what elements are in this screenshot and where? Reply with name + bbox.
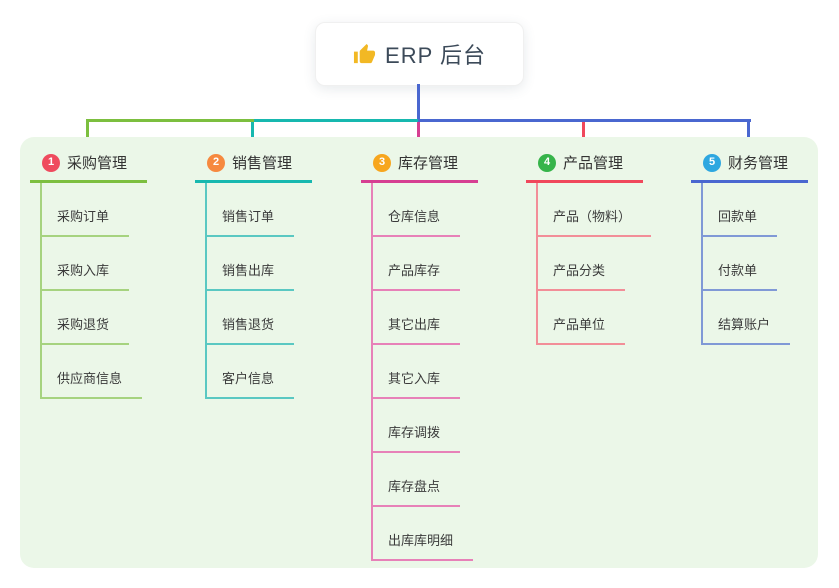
root-title: ERP 后台 — [385, 43, 486, 68]
branch-child-node[interactable]: 其它出库 — [373, 291, 461, 345]
branch-child-node[interactable]: 客户信息 — [207, 345, 295, 399]
branch-children: 销售订单销售出库销售退货客户信息 — [205, 183, 295, 399]
branch-child-node[interactable]: 回款单 — [703, 183, 778, 237]
branch-number-badge: 5 — [703, 153, 721, 172]
branch-child-node[interactable]: 采购入库 — [42, 237, 130, 291]
branch-child-node[interactable]: 销售出库 — [207, 237, 295, 291]
branch-header-5[interactable]: 5 财务管理 — [691, 148, 808, 183]
branch-children: 仓库信息产品库存其它出库其它入库库存调拨库存盘点出库库明细 — [371, 183, 474, 561]
branch-number-badge: 2 — [207, 153, 225, 172]
branch-child-node[interactable]: 销售订单 — [207, 183, 295, 237]
branch-child-node[interactable]: 产品（物料） — [538, 183, 652, 237]
connector-bar-right — [418, 119, 751, 122]
branch-child-node[interactable]: 仓库信息 — [373, 183, 461, 237]
branch-title: 财务管理 — [728, 155, 789, 172]
branch-child-node[interactable]: 其它入库 — [373, 345, 461, 399]
branch-child-node[interactable]: 库存盘点 — [373, 453, 461, 507]
branch-header-3[interactable]: 3 库存管理 — [361, 148, 478, 183]
branch-5: 5 财务管理回款单付款单结算账户 — [691, 148, 808, 345]
branch-title: 库存管理 — [398, 155, 459, 172]
branch-child-node[interactable]: 库存调拨 — [373, 399, 461, 453]
branch-2: 2 销售管理销售订单销售出库销售退货客户信息 — [195, 148, 312, 399]
branch-header-1[interactable]: 1 采购管理 — [30, 148, 147, 183]
connector-root-stem — [417, 84, 420, 122]
branch-number-badge: 1 — [42, 153, 60, 172]
branch-1: 1 采购管理采购订单采购入库采购退货供应商信息 — [30, 148, 147, 399]
thumbs-up-icon — [353, 43, 376, 63]
branch-number-badge: 3 — [373, 153, 391, 172]
branch-title: 销售管理 — [232, 155, 293, 172]
branch-child-node[interactable]: 采购订单 — [42, 183, 130, 237]
branch-title: 产品管理 — [563, 155, 624, 172]
branch-child-node[interactable]: 出库库明细 — [373, 507, 474, 561]
branch-header-4[interactable]: 4 产品管理 — [526, 148, 643, 183]
branch-4: 4 产品管理产品（物料）产品分类产品单位 — [526, 148, 652, 345]
branch-children: 采购订单采购入库采购退货供应商信息 — [40, 183, 143, 399]
branch-child-node[interactable]: 产品单位 — [538, 291, 626, 345]
branch-children: 回款单付款单结算账户 — [701, 183, 791, 345]
connector-bar-left — [86, 119, 254, 122]
root-node[interactable]: ERP 后台 — [315, 22, 524, 86]
branch-child-node[interactable]: 供应商信息 — [42, 345, 143, 399]
branch-title: 采购管理 — [67, 155, 128, 172]
branch-child-node[interactable]: 付款单 — [703, 237, 778, 291]
branch-child-node[interactable]: 产品库存 — [373, 237, 461, 291]
branch-child-node[interactable]: 销售退货 — [207, 291, 295, 345]
connector-bar-middle — [254, 119, 418, 122]
branch-number-badge: 4 — [538, 153, 556, 172]
branch-header-2[interactable]: 2 销售管理 — [195, 148, 312, 183]
branch-3: 3 库存管理仓库信息产品库存其它出库其它入库库存调拨库存盘点出库库明细 — [361, 148, 478, 561]
branches-panel — [20, 137, 818, 568]
branch-children: 产品（物料）产品分类产品单位 — [536, 183, 652, 345]
branch-child-node[interactable]: 结算账户 — [703, 291, 791, 345]
branch-child-node[interactable]: 产品分类 — [538, 237, 626, 291]
branch-child-node[interactable]: 采购退货 — [42, 291, 130, 345]
